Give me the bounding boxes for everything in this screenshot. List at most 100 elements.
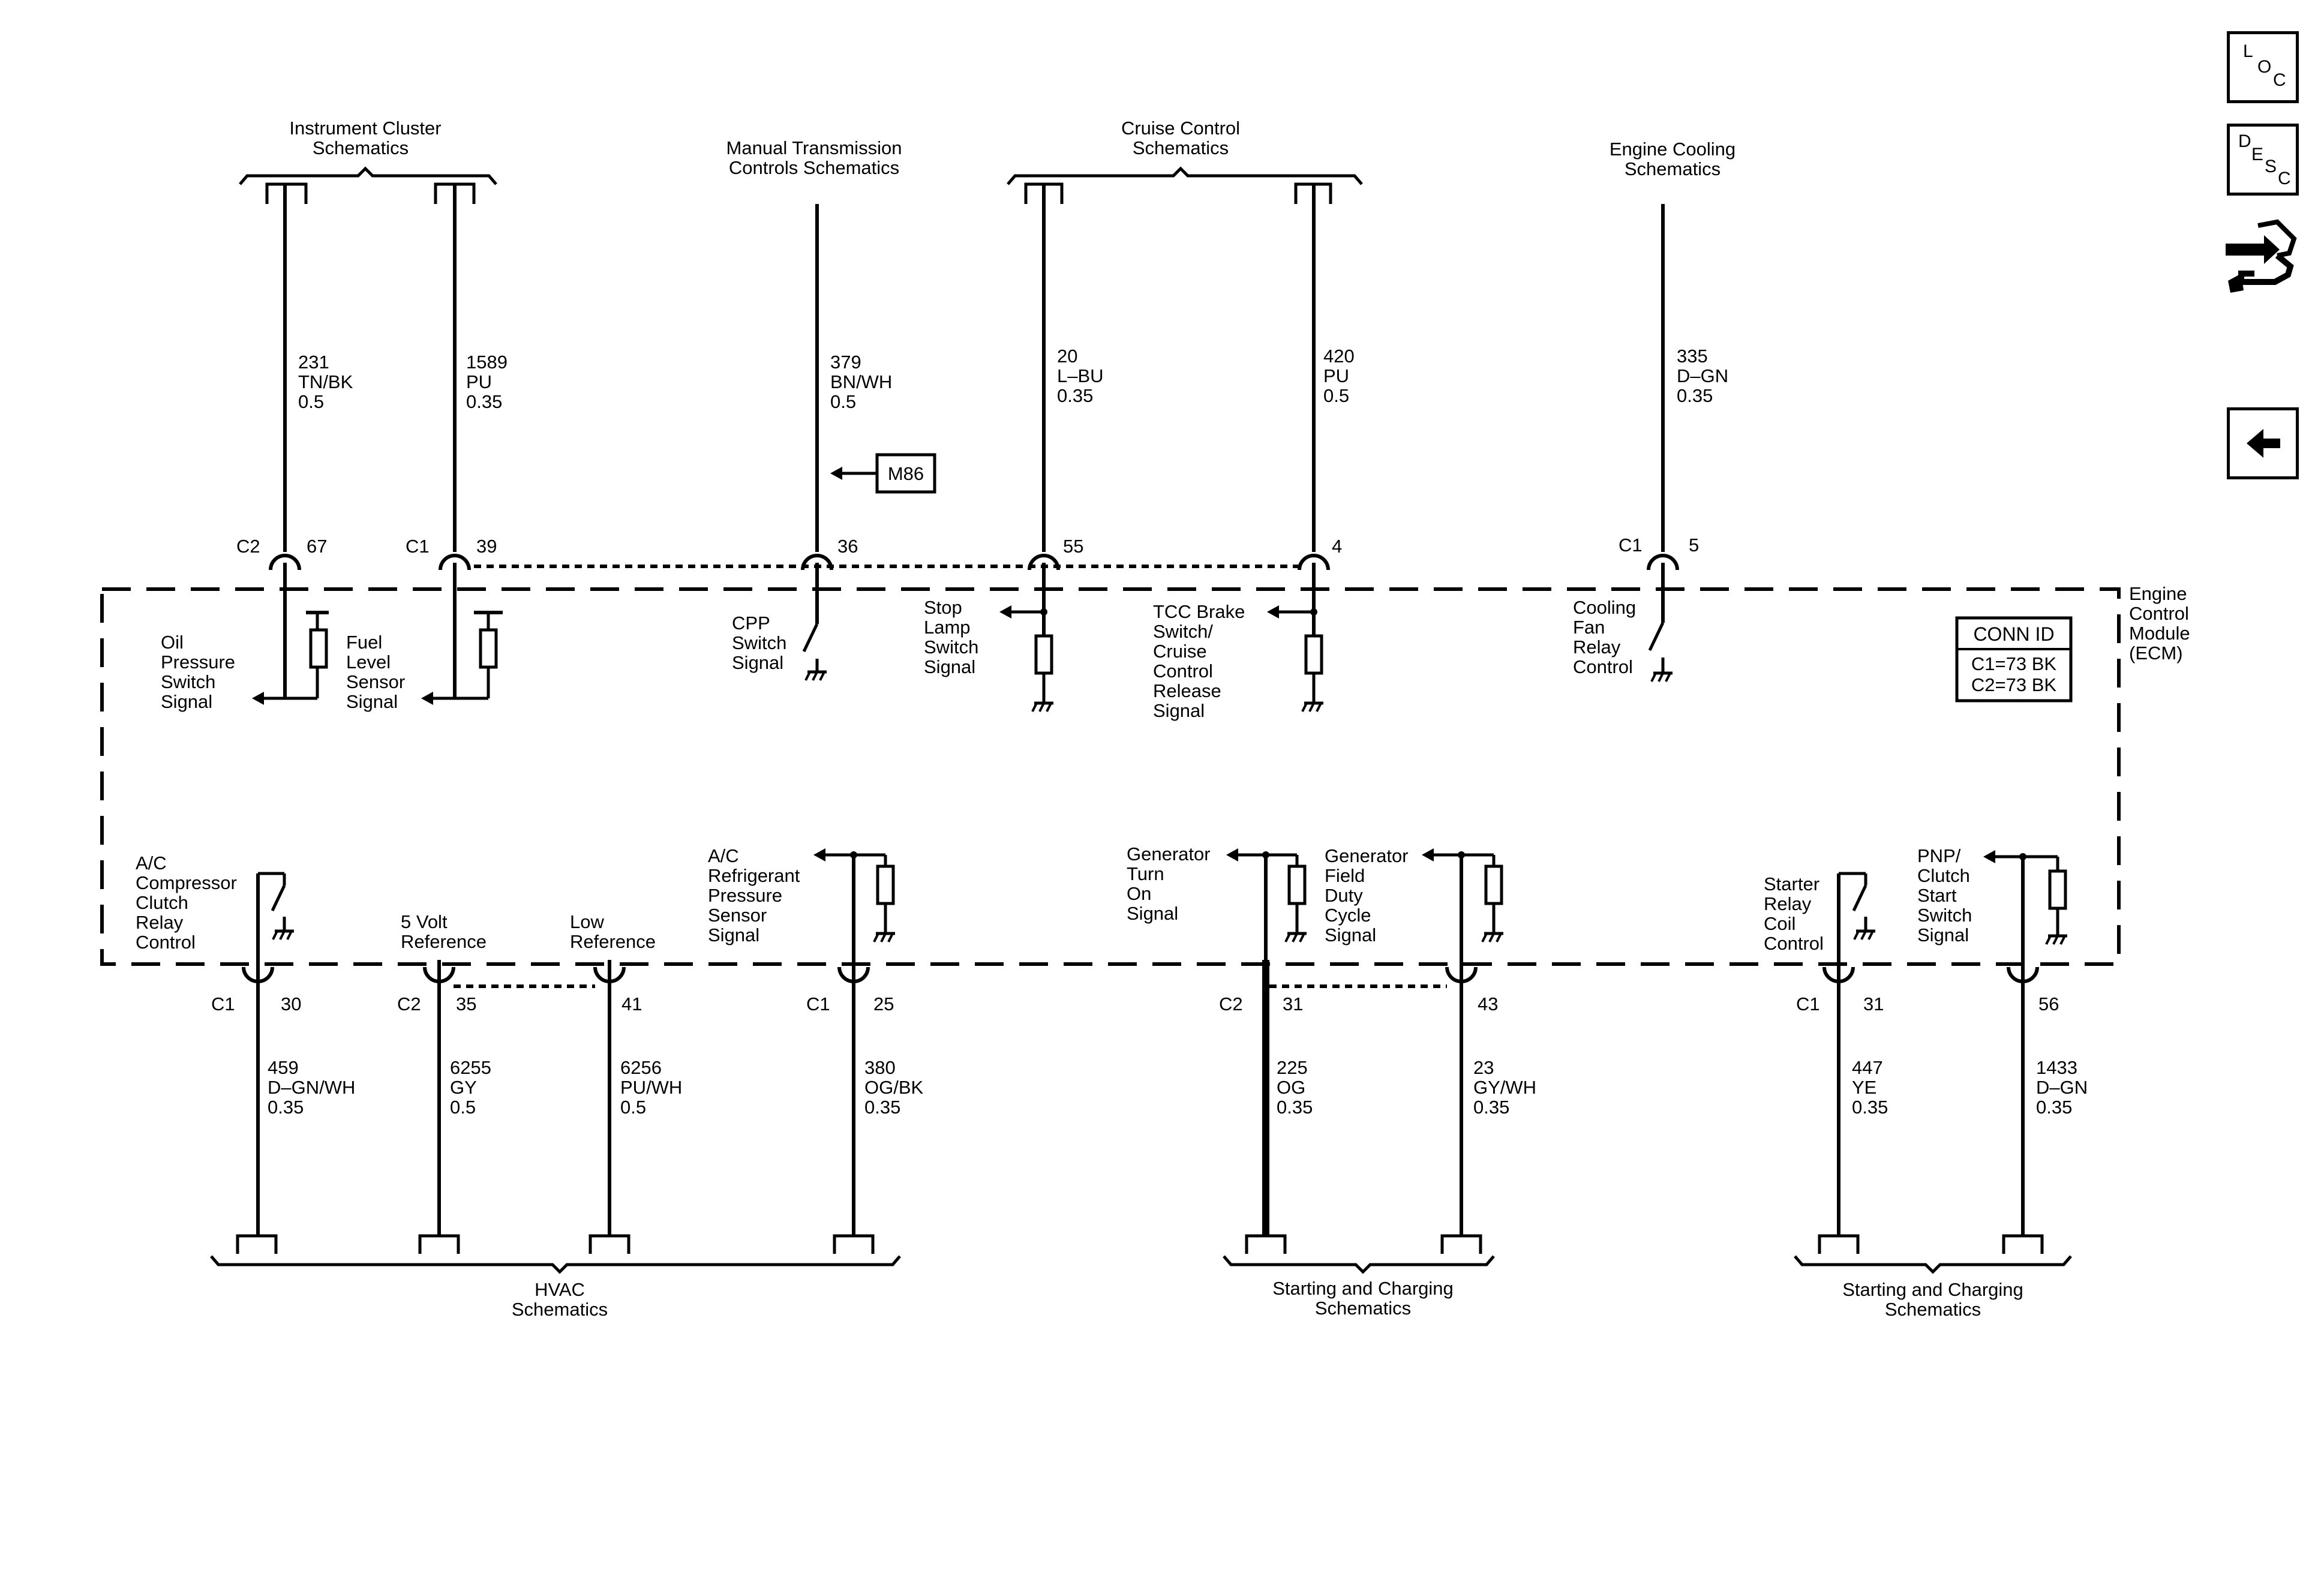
svg-text:0.35: 0.35 bbox=[466, 391, 502, 412]
svg-text:380: 380 bbox=[864, 1057, 896, 1078]
svg-text:Control: Control bbox=[1153, 661, 1213, 682]
svg-text:BN/WH: BN/WH bbox=[830, 371, 892, 392]
svg-text:5: 5 bbox=[1689, 535, 1699, 556]
desc-letter-e: E bbox=[2251, 145, 2264, 164]
svg-text:31: 31 bbox=[1863, 993, 1884, 1014]
desc-button[interactable]: D E S C bbox=[2227, 124, 2299, 196]
svg-text:TCC Brake: TCC Brake bbox=[1153, 601, 1245, 622]
svg-text:0.35: 0.35 bbox=[1277, 1097, 1313, 1118]
svg-text:Signal: Signal bbox=[1153, 700, 1205, 721]
top-group-engine-cooling: Engine Cooling Schematics bbox=[1610, 139, 1736, 179]
svg-text:225: 225 bbox=[1277, 1057, 1308, 1078]
circuit-459-ac-compressor: C1 30 459 D–GN/WH 0.35 A/C Compressor Cl… bbox=[136, 852, 355, 1254]
svg-text:Switch/: Switch/ bbox=[1153, 621, 1213, 642]
svg-text:Oil: Oil bbox=[161, 632, 184, 653]
svg-text:CPP: CPP bbox=[732, 613, 770, 634]
svg-text:C1=73 BK: C1=73 BK bbox=[1971, 653, 2057, 674]
circuit-20-stop-lamp: 20 L–BU 0.35 55 Stop Lamp Switch Signal bbox=[924, 182, 1104, 712]
svg-text:Switch: Switch bbox=[161, 671, 215, 692]
circuit-380-ac-refrigerant-pressure: C1 25 380 OG/BK 0.35 A/C Refrigerant Pre… bbox=[708, 845, 924, 1254]
svg-text:0.35: 0.35 bbox=[1852, 1097, 1888, 1118]
desc-letter-d: D bbox=[2238, 131, 2251, 151]
svg-text:Relay: Relay bbox=[1573, 637, 1621, 658]
svg-text:Instrument Cluster: Instrument Cluster bbox=[289, 118, 441, 139]
svg-text:23: 23 bbox=[1473, 1057, 1494, 1078]
svg-text:Turn: Turn bbox=[1127, 863, 1164, 884]
circuit-447-starter-relay: C1 31 447 YE 0.35 Starter Relay Coil Con… bbox=[1764, 872, 1888, 1254]
svg-text:56: 56 bbox=[2038, 993, 2059, 1014]
svg-text:Schematics: Schematics bbox=[1625, 158, 1721, 179]
svg-text:C1: C1 bbox=[1619, 535, 1643, 556]
svg-text:OG: OG bbox=[1277, 1077, 1305, 1098]
svg-text:A/C: A/C bbox=[708, 845, 739, 866]
svg-text:Schematics: Schematics bbox=[313, 137, 409, 158]
svg-text:GY: GY bbox=[450, 1077, 477, 1098]
svg-text:231: 231 bbox=[298, 352, 329, 373]
svg-text:Schematics: Schematics bbox=[1315, 1298, 1411, 1319]
svg-text:Schematics: Schematics bbox=[1885, 1299, 1981, 1320]
svg-text:C2: C2 bbox=[397, 993, 421, 1014]
svg-text:Fuel: Fuel bbox=[346, 632, 382, 653]
conn-id-box: CONN ID C1=73 BK C2=73 BK bbox=[1955, 616, 2073, 703]
svg-text:420: 420 bbox=[1323, 346, 1355, 367]
bottom-group-starting-charging-2: Starting and Charging Schematics bbox=[1794, 1255, 2072, 1320]
bottom-group-hvac: HVAC Schematics bbox=[210, 1255, 901, 1320]
svg-text:Refrigerant: Refrigerant bbox=[708, 865, 800, 886]
svg-text:PU: PU bbox=[466, 371, 492, 392]
svg-text:39: 39 bbox=[476, 536, 497, 557]
svg-text:31: 31 bbox=[1283, 993, 1303, 1014]
circuit-231-oil-pressure: 231 TN/BK 0.5 C2 67 Oil Pressure Switch … bbox=[161, 182, 353, 712]
svg-text:Signal: Signal bbox=[1917, 924, 1969, 945]
svg-text:Switch: Switch bbox=[732, 632, 786, 653]
svg-text:C2: C2 bbox=[1219, 993, 1243, 1014]
circuit-420-tcc-brake: 420 PU 0.5 4 TCC Brake Switch/ Cruise Co… bbox=[1153, 182, 1355, 721]
svg-text:36: 36 bbox=[837, 536, 858, 557]
svg-text:Fan: Fan bbox=[1573, 617, 1605, 638]
svg-text:0.35: 0.35 bbox=[268, 1097, 304, 1118]
svg-text:0.5: 0.5 bbox=[450, 1097, 476, 1118]
svg-text:On: On bbox=[1127, 883, 1151, 904]
connector-end-view-icon[interactable] bbox=[2220, 215, 2299, 296]
svg-text:0.5: 0.5 bbox=[298, 391, 324, 412]
loc-letter-c: C bbox=[2273, 70, 2286, 90]
svg-text:0.35: 0.35 bbox=[1057, 385, 1093, 406]
svg-text:6255: 6255 bbox=[450, 1057, 491, 1078]
svg-text:0.5: 0.5 bbox=[830, 391, 856, 412]
back-arrow-icon bbox=[2247, 429, 2280, 458]
svg-text:A/C: A/C bbox=[136, 852, 167, 873]
ecm-outline bbox=[100, 587, 2121, 966]
svg-text:Starter: Starter bbox=[1764, 873, 1819, 894]
svg-text:Signal: Signal bbox=[732, 652, 783, 673]
circuit-6256-low-reference: 41 6256 PU/WH 0.5 Low Reference bbox=[570, 911, 682, 1254]
back-button[interactable] bbox=[2227, 407, 2299, 479]
svg-text:1433: 1433 bbox=[2036, 1057, 2077, 1078]
svg-text:Field: Field bbox=[1325, 865, 1365, 886]
svg-text:Engine: Engine bbox=[2129, 583, 2187, 604]
svg-text:Sensor: Sensor bbox=[708, 905, 767, 926]
svg-text:TN/BK: TN/BK bbox=[298, 371, 353, 392]
svg-text:Cruise Control: Cruise Control bbox=[1121, 118, 1240, 139]
svg-text:(ECM): (ECM) bbox=[2129, 643, 2183, 664]
svg-text:5 Volt: 5 Volt bbox=[401, 911, 448, 932]
m86-reference[interactable]: M86 bbox=[830, 453, 936, 494]
svg-text:335: 335 bbox=[1677, 346, 1708, 367]
top-group-instrument-cluster: Instrument Cluster Schematics bbox=[239, 118, 497, 185]
svg-text:C1: C1 bbox=[1796, 993, 1820, 1014]
svg-text:Relay: Relay bbox=[1764, 893, 1812, 914]
svg-text:Schematics: Schematics bbox=[512, 1299, 608, 1320]
svg-text:D–GN: D–GN bbox=[1677, 365, 1728, 386]
svg-text:Reference: Reference bbox=[401, 931, 487, 952]
svg-text:Signal: Signal bbox=[161, 691, 212, 712]
svg-text:Controls Schematics: Controls Schematics bbox=[729, 157, 899, 178]
svg-text:43: 43 bbox=[1478, 993, 1498, 1014]
svg-text:0.35: 0.35 bbox=[864, 1097, 900, 1118]
svg-text:M86: M86 bbox=[888, 463, 924, 484]
svg-text:Cooling: Cooling bbox=[1573, 597, 1636, 618]
svg-text:Signal: Signal bbox=[1127, 903, 1178, 924]
svg-text:Manual Transmission: Manual Transmission bbox=[726, 137, 902, 158]
loc-button[interactable]: L O C bbox=[2227, 31, 2299, 103]
circuit-335-cooling-fan: 335 D–GN 0.35 C1 5 Cooling Fan Relay Con… bbox=[1573, 204, 1728, 682]
svg-text:Compressor: Compressor bbox=[136, 872, 237, 893]
svg-text:Control: Control bbox=[136, 932, 196, 953]
svg-text:Switch: Switch bbox=[1917, 905, 1972, 926]
